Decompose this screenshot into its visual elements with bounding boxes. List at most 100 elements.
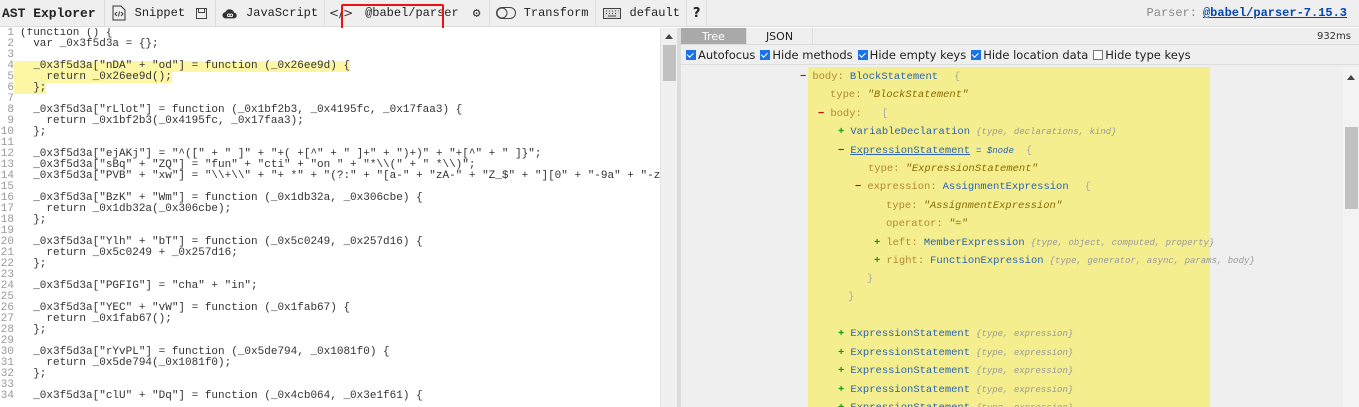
transform-toggle[interactable]: Transform [490,0,596,26]
expand-icon[interactable]: + [838,402,844,407]
expand-icon[interactable]: + [874,255,881,267]
code-line[interactable]: 26 _0x3f5d3a["YEC" + "vW"] = function (_… [0,303,660,314]
option-hide-type-keys[interactable]: Hide type keys [1093,48,1191,62]
code-line[interactable]: 19 [0,226,660,237]
node-type[interactable]: BlockStatement [849,71,939,83]
editor-scrollbar[interactable] [660,28,677,407]
collapse-icon[interactable]: − [818,108,825,120]
checkbox-autofocus[interactable] [686,49,696,60]
expand-icon[interactable]: + [874,237,881,249]
pane-splitter[interactable] [677,28,681,407]
code-line[interactable]: 11 [0,138,660,149]
tree-node-expression-statement[interactable]: +ExpressionStatement{type, expression} [838,344,1073,362]
code-line[interactable]: 15 [0,182,660,193]
node-type[interactable]: ExpressionStatement [850,145,971,157]
option-hide-methods[interactable]: Hide methods [760,48,853,62]
node-type[interactable]: FunctionExpression [930,255,1044,267]
tree-scroll-thumb[interactable] [1345,127,1358,209]
expand-icon[interactable]: + [838,126,845,138]
code-line[interactable]: 28 }; [0,325,660,336]
expand-icon[interactable]: + [838,365,845,377]
code-line[interactable]: 30 _0x3f5d3a["rYvPL"] = function (_0x5de… [0,347,660,358]
keymap-select[interactable]: default [596,0,687,26]
code-line[interactable]: 34 _0x3f5d3a["clU" + "Dq"] = function (_… [0,391,660,402]
code-line[interactable]: 25 [0,292,660,303]
parser-settings-button[interactable]: ⚙ [469,0,490,26]
code-line[interactable]: 1(function () { [0,28,660,39]
scroll-up-icon[interactable] [665,34,673,39]
checkbox-hide-type-keys[interactable] [1093,49,1104,60]
tree-node-left[interactable]: + left: MemberExpression {type, object, … [874,234,1214,252]
option-hide-empty-keys[interactable]: Hide empty keys [857,48,966,62]
checkbox-hide-location-data[interactable] [971,49,982,60]
code-line[interactable]: 18 }; [0,215,660,226]
code-line[interactable]: 31 return _0x5de794(_0x1081f0); [0,358,660,369]
language-select[interactable]: JavaScript [216,0,326,26]
collapse-icon[interactable]: − [838,145,845,157]
editor-scroll-thumb[interactable] [663,45,676,81]
code-brackets-icon: </> [328,6,354,20]
code-line[interactable]: 29 [0,336,660,347]
code-line[interactable]: 22 }; [0,259,660,270]
code-line[interactable]: 21 return _0x5c0249 + _0x257d16; [0,248,660,259]
tab-tree[interactable]: Tree [681,28,747,44]
code-line[interactable]: 32 }; [0,369,660,380]
snippet-button[interactable]: Snippet [105,0,217,26]
parser-select[interactable]: </> @babel/parser [325,0,469,26]
expand-icon[interactable]: + [838,383,845,396]
tree-node-inner-body[interactable]: − body: [ [818,105,888,123]
node-type[interactable]: ExpressionStatement [850,365,971,377]
code-line[interactable]: 5 return _0x26ee9d(); [0,72,660,83]
checkbox-hide-methods[interactable] [760,49,771,60]
code-line[interactable]: 12 _0x3f5d3a["ejAKj"] = "^([" + " ]" + "… [0,149,660,160]
tab-json[interactable]: JSON [747,28,813,44]
tree-node-right[interactable]: + right: FunctionExpression {type, gener… [874,252,1255,270]
expand-icon[interactable]: + [838,328,845,340]
code-line[interactable]: 16 _0x3f5d3a["BzK" + "Wm"] = function (_… [0,193,660,204]
code-line[interactable]: 20 _0x3f5d3a["Ylh" + "bT"] = function (_… [0,237,660,248]
help-button[interactable]: ? [687,0,708,26]
option-hide-location-data[interactable]: Hide location data [971,48,1088,62]
collapse-icon[interactable]: − [855,181,862,193]
code-line[interactable]: 4 _0x3f5d3a["nDA" + "od"] = function (_0… [0,61,660,72]
node-type[interactable]: AssignmentExpression [942,181,1069,193]
code-line[interactable]: 14 _0x3f5d3a["PVB" + "xw"] = "\\+\\" + "… [0,171,660,182]
node-type[interactable]: ExpressionStatement [850,328,971,340]
save-icon[interactable] [193,5,209,21]
code-line[interactable]: 17 return _0x1db32a(_0x306cbe); [0,204,660,215]
tree-node-expression-statement-selected[interactable]: − ExpressionStatement = $node { [838,142,1032,160]
expand-icon[interactable]: + [838,346,845,359]
code-line[interactable]: 9 return _0x1bf2b3(_0x4195fc, _0x17faa3)… [0,116,660,127]
code-line[interactable]: 7 [0,94,660,105]
parser-version-link[interactable]: @babel/parser-7.15.3 [1202,6,1347,20]
code-line[interactable]: 23 [0,270,660,281]
node-type[interactable]: MemberExpression [923,237,1025,249]
tree-scrollbar[interactable] [1343,67,1359,407]
tree-node-expression-statement[interactable]: +ExpressionStatement{type, expression} [838,362,1073,380]
tree-node-expression-statement[interactable]: +ExpressionStatement{type, expression} [838,325,1073,343]
code-line[interactable]: 3 [0,50,660,61]
option-autofocus[interactable]: Autofocus [686,48,755,62]
node-type[interactable]: ExpressionStatement [850,383,971,396]
checkbox-hide-empty-keys[interactable] [857,49,868,60]
code-line[interactable]: 27 return _0x1fab67(); [0,314,660,325]
option-label: Hide location data [983,47,1089,62]
node-type[interactable]: ExpressionStatement [850,346,971,359]
scroll-up-icon[interactable] [1347,75,1355,80]
code-line[interactable]: 10 }; [0,127,660,138]
code-line[interactable]: 8 _0x3f5d3a["rLlot"] = function (_0x1bf2… [0,105,660,116]
code-line[interactable]: 24 _0x3f5d3a["PGFIG"] = "cha" + "in"; [0,281,660,292]
node-type[interactable]: VariableDeclaration [850,126,971,138]
code-line[interactable]: 13 _0x3f5d3a["sBq" + "ZQ"] = "fun" + "ct… [0,160,660,171]
tree-node-body[interactable]: − body: BlockStatement { [800,68,960,86]
code-line[interactable]: 6 }; [0,83,660,94]
tree-node-expression[interactable]: − expression: AssignmentExpression { [855,178,1091,196]
node-type[interactable]: ExpressionStatement [850,402,970,407]
code-line[interactable]: 2 var _0x3f5d3a = {}; [0,39,660,50]
tree-node-expression-statement[interactable]: +ExpressionStatement{type, expression} [838,381,1073,399]
tree-node-expression-statement[interactable]: +ExpressionStatement{type, expression} [838,399,1073,407]
tree-node-variable-declaration[interactable]: + VariableDeclaration {type, declaration… [838,123,1116,141]
code-line[interactable]: 33 [0,380,660,391]
collapse-icon[interactable]: − [800,71,807,83]
